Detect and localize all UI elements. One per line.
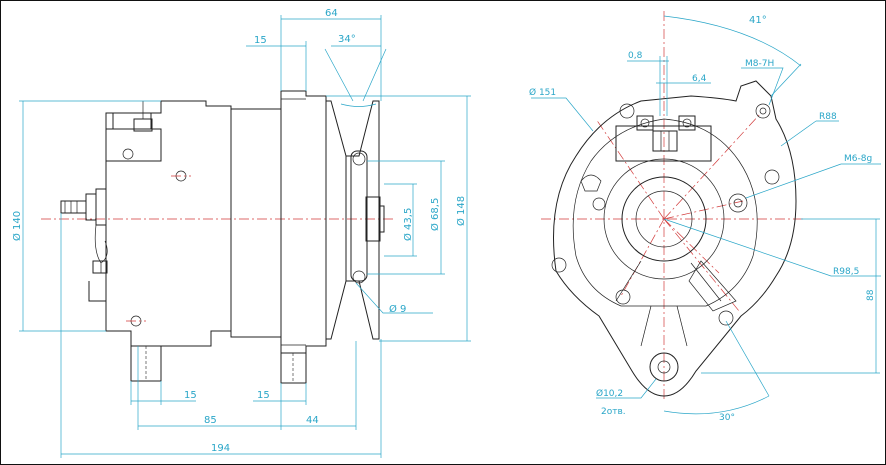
connector — [92, 260, 108, 274]
top-connector — [615, 115, 712, 162]
right-foot — [280, 353, 307, 384]
regulator — [688, 260, 737, 312]
terminal-block — [105, 113, 162, 162]
front-view: 41° 0,8 6,4 M8-7H Ø 151 R88 M6-8g R98,5 … — [529, 11, 881, 423]
m8-hole — [755, 103, 771, 119]
radius-88-label: R88 — [819, 112, 837, 122]
dia-43-5-label: Ø 43,5 — [402, 208, 414, 241]
terminal-screw — [122, 148, 134, 160]
mount-hole-10-2 — [649, 352, 679, 382]
front-bracket — [280, 90, 327, 354]
thread-m8-label: M8-7H — [745, 59, 774, 69]
radius-98-5-label: R98,5 — [833, 267, 859, 277]
dim-15-bottom-left-label: 15 — [184, 390, 197, 401]
rear-lower-edge — [88, 281, 106, 302]
dia-10-2-label: Ø10,2 — [596, 388, 623, 399]
dim-15-top-label: 15 — [254, 35, 267, 46]
rear-housing — [105, 100, 232, 347]
front-housing-outline — [553, 80, 797, 397]
angle-34-label: 34° — [338, 34, 356, 45]
rotor-boss — [621, 176, 707, 262]
thread-m6-label: M6-8g — [844, 154, 872, 164]
dia-9-label: Ø 9 — [389, 303, 406, 315]
dia-151-label: Ø 151 — [529, 87, 556, 98]
dim-0-8-label: 0,8 — [628, 51, 643, 61]
dim-15-bottom-right-label: 15 — [257, 390, 270, 401]
cable — [94, 224, 108, 273]
dim-44-label: 44 — [306, 415, 319, 426]
dim-6-4-label: 6,4 — [692, 74, 707, 84]
side-view: 64 15 34° Ø 140 Ø 43,5 Ø 68,5 Ø 148 Ø 9 — [11, 8, 471, 458]
angle-41-label: 41° — [749, 15, 767, 26]
angle-30-label: 30° — [719, 413, 735, 423]
m6-stud — [728, 193, 748, 213]
dia-148-label: Ø 148 — [455, 196, 467, 226]
stator-body — [230, 108, 282, 338]
dia-140-label: Ø 140 — [11, 211, 23, 241]
pulley — [326, 100, 385, 340]
left-foot — [130, 346, 162, 382]
inner-ring — [572, 118, 758, 307]
dim-88-label: 88 — [866, 289, 876, 301]
b-plus-stud — [60, 188, 107, 226]
dim-85-label: 85 — [204, 415, 217, 426]
dim-64-label: 64 — [325, 8, 338, 19]
dia-68-5-label: Ø 68,5 — [429, 198, 441, 231]
holes-2-label: 2отв. — [601, 407, 626, 417]
dim-194-label: 194 — [211, 443, 230, 454]
